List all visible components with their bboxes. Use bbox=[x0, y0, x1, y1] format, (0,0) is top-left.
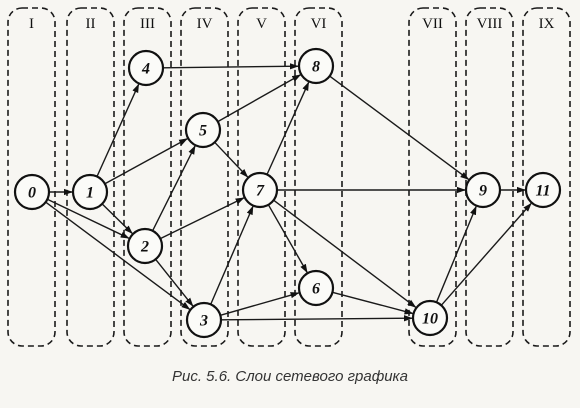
edge-7-to-10 bbox=[273, 199, 417, 308]
layer-iii-label: III bbox=[140, 16, 155, 32]
node-7: 7 bbox=[241, 171, 279, 209]
layer-iv-box bbox=[180, 7, 229, 347]
layer-ii-box bbox=[66, 7, 115, 347]
node-4-label: 4 bbox=[141, 61, 150, 78]
node-6: 6 bbox=[297, 269, 335, 307]
node-3-circle bbox=[185, 301, 223, 339]
edge-0-to-3 bbox=[45, 201, 191, 310]
node-3-label: 3 bbox=[199, 313, 208, 330]
node-8-label: 8 bbox=[312, 59, 320, 76]
node-5: 5 bbox=[184, 111, 222, 149]
edge-3-to-7 bbox=[210, 205, 254, 305]
edge-7-to-8 bbox=[266, 81, 310, 175]
layer-v-box bbox=[237, 7, 286, 347]
node-1-circle bbox=[71, 173, 109, 211]
layer-vii-label: VII bbox=[422, 16, 443, 32]
node-3: 3 bbox=[185, 301, 223, 339]
node-5-label: 5 bbox=[199, 123, 207, 140]
layer-viii-box bbox=[465, 7, 514, 347]
layer-iii-box bbox=[123, 7, 172, 347]
node-10-label: 10 bbox=[422, 311, 438, 328]
layer-ix-label: IX bbox=[539, 16, 555, 32]
layer-viii-label: VIII bbox=[477, 16, 503, 32]
edge-4-to-8 bbox=[162, 63, 299, 70]
node-1-label: 1 bbox=[86, 185, 94, 202]
node-9-label: 9 bbox=[479, 183, 487, 200]
edge-3-to-6 bbox=[220, 292, 300, 316]
edge-8-to-9 bbox=[329, 75, 470, 180]
node-9-circle bbox=[464, 171, 502, 209]
node-8: 8 bbox=[297, 47, 335, 85]
edge-5-to-7 bbox=[214, 141, 249, 178]
node-0-circle bbox=[13, 173, 51, 211]
edge-0-to-2 bbox=[46, 198, 130, 239]
edge-2-to-7 bbox=[159, 197, 245, 240]
node-11: 11 bbox=[524, 171, 562, 209]
node-4: 4 bbox=[127, 49, 165, 87]
layer-iv-label: IV bbox=[197, 16, 213, 32]
layer-vii-box bbox=[408, 7, 457, 347]
edge-1-to-2 bbox=[101, 203, 133, 235]
layer-vi-label: VI bbox=[311, 16, 327, 32]
node-6-label: 6 bbox=[312, 281, 320, 298]
node-0: 0 bbox=[13, 173, 51, 211]
node-0-label: 0 bbox=[28, 185, 36, 202]
nodes-group: 0 1 2 3 4 5 6 7 8 9 10 11 bbox=[13, 47, 562, 339]
node-7-label: 7 bbox=[256, 183, 265, 200]
node-5-circle bbox=[184, 111, 222, 149]
layer-v-label: V bbox=[256, 16, 267, 32]
node-2: 2 bbox=[126, 227, 164, 265]
edge-10-to-11 bbox=[440, 202, 532, 306]
node-8-circle bbox=[297, 47, 335, 85]
edge-6-to-10 bbox=[332, 291, 414, 315]
node-7-circle bbox=[241, 171, 279, 209]
edge-7-to-6 bbox=[267, 204, 308, 274]
node-1: 1 bbox=[71, 173, 109, 211]
layer-i-box bbox=[7, 7, 56, 347]
node-2-label: 2 bbox=[140, 239, 149, 256]
node-2-circle bbox=[126, 227, 164, 265]
layer-ii-label: II bbox=[86, 16, 96, 32]
layer-vi-box bbox=[294, 7, 343, 347]
figure-caption: Рис. 5.6. Слои сетевого графика bbox=[172, 368, 408, 385]
layer-ix-box bbox=[522, 7, 571, 347]
edge-5-to-8 bbox=[217, 74, 302, 123]
edge-1-to-5 bbox=[104, 138, 188, 185]
node-4-circle bbox=[127, 49, 165, 87]
edge-3-to-10 bbox=[220, 315, 413, 322]
edge-2-to-3 bbox=[155, 258, 194, 307]
edge-2-to-5 bbox=[151, 145, 196, 232]
edges-group bbox=[45, 63, 532, 322]
node-11-label: 11 bbox=[535, 183, 550, 200]
node-10: 10 bbox=[411, 299, 449, 337]
layer-i-label: I bbox=[29, 16, 34, 32]
node-11-circle bbox=[524, 171, 562, 209]
edge-1-to-4 bbox=[96, 83, 140, 177]
node-6-circle bbox=[297, 269, 335, 307]
node-10-circle bbox=[411, 299, 449, 337]
edge-10-to-9 bbox=[435, 205, 477, 303]
node-9: 9 bbox=[464, 171, 502, 209]
